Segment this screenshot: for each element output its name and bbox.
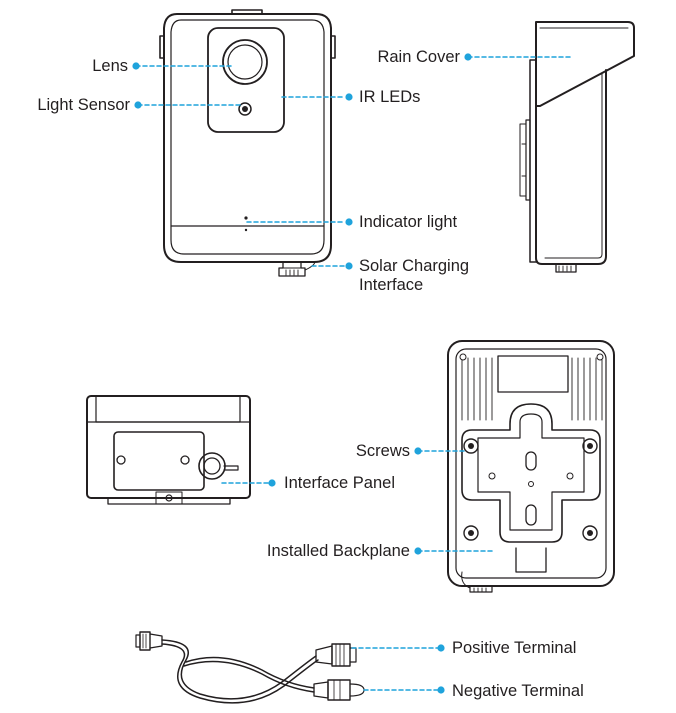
label-negative-terminal: Negative Terminal	[452, 682, 584, 700]
camera-side-view	[519, 21, 635, 273]
callout-dots	[132, 53, 472, 694]
camera-back-view	[447, 340, 615, 593]
label-installed-backplane: Installed Backplane	[266, 542, 410, 560]
label-ir-leds: IR LEDs	[359, 88, 421, 106]
solar-cable	[135, 631, 365, 704]
label-positive-terminal: Positive Terminal	[452, 639, 577, 657]
label-solar-charging-line2: Interface	[359, 276, 424, 294]
label-indicator-light: Indicator light	[359, 213, 458, 231]
label-rain-cover: Rain Cover	[377, 48, 460, 66]
label-interface-panel: Interface Panel	[284, 474, 395, 492]
label-light-sensor: Light Sensor	[37, 96, 130, 114]
label-solar-charging-line1: Solar Charging	[359, 257, 470, 275]
camera-front-view	[159, 9, 336, 277]
label-lens: Lens	[92, 57, 128, 75]
label-screws: Screws	[355, 442, 410, 460]
callout-lines	[135, 56, 571, 691]
camera-bottom-view	[86, 395, 251, 505]
